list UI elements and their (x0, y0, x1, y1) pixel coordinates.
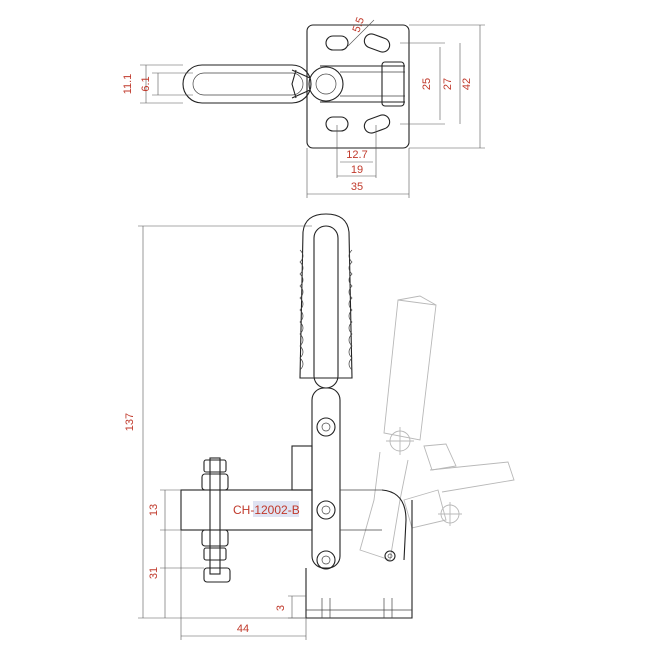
side-view: 137 13 31 3 44 CH-12002-B (124, 213, 515, 640)
dim-label-25: 25 (421, 78, 433, 90)
model-highlight (253, 501, 299, 517)
mount-slot-top-left (325, 35, 349, 51)
pivot-middle (316, 500, 336, 520)
handle-arm (182, 64, 312, 104)
dim-label-12-7: 12.7 (346, 149, 367, 161)
dim-label-42: 42 (461, 78, 473, 90)
handle-core (313, 225, 339, 389)
stop-block (291, 445, 313, 491)
mount-slot-top-right (363, 33, 391, 53)
dim-label-137: 137 (124, 413, 136, 431)
dim-label-5-5: 5.5 (351, 16, 368, 34)
side-view-dimensions (138, 225, 312, 640)
top-view-dimensions (140, 19, 485, 198)
arm-end (381, 489, 407, 561)
base-pin (384, 550, 396, 562)
spindle-assembly (201, 457, 231, 583)
pivot-lower (316, 550, 336, 570)
handle-grip-slot (192, 72, 304, 96)
dim-label-19: 19 (351, 164, 363, 176)
pivot-hub (308, 66, 344, 102)
dim-label-13: 13 (148, 504, 160, 516)
dim-label-3: 3 (275, 605, 287, 611)
dim-label-31: 31 (148, 567, 160, 579)
open-position-ghost (359, 295, 515, 561)
clamp-arm (180, 489, 313, 531)
base-plate (306, 24, 410, 149)
dim-label-6-1: 6.1 (140, 76, 152, 91)
clamp-base (305, 500, 413, 619)
dim-label-44: 44 (237, 623, 249, 635)
pivot-upper (316, 417, 336, 437)
spindle-block (381, 61, 405, 107)
mount-slot-bottom-right (363, 114, 391, 134)
dim-label-35: 35 (351, 181, 363, 193)
model-number: CH-12002-B (233, 503, 300, 517)
dim-label-27: 27 (442, 78, 454, 90)
lever-link (311, 387, 341, 569)
handle-grip (299, 213, 353, 379)
dim-label-11-1: 11.1 (122, 74, 134, 95)
top-view: 5.5 11.1 6.1 25 27 42 12.7 19 35 (122, 16, 485, 198)
